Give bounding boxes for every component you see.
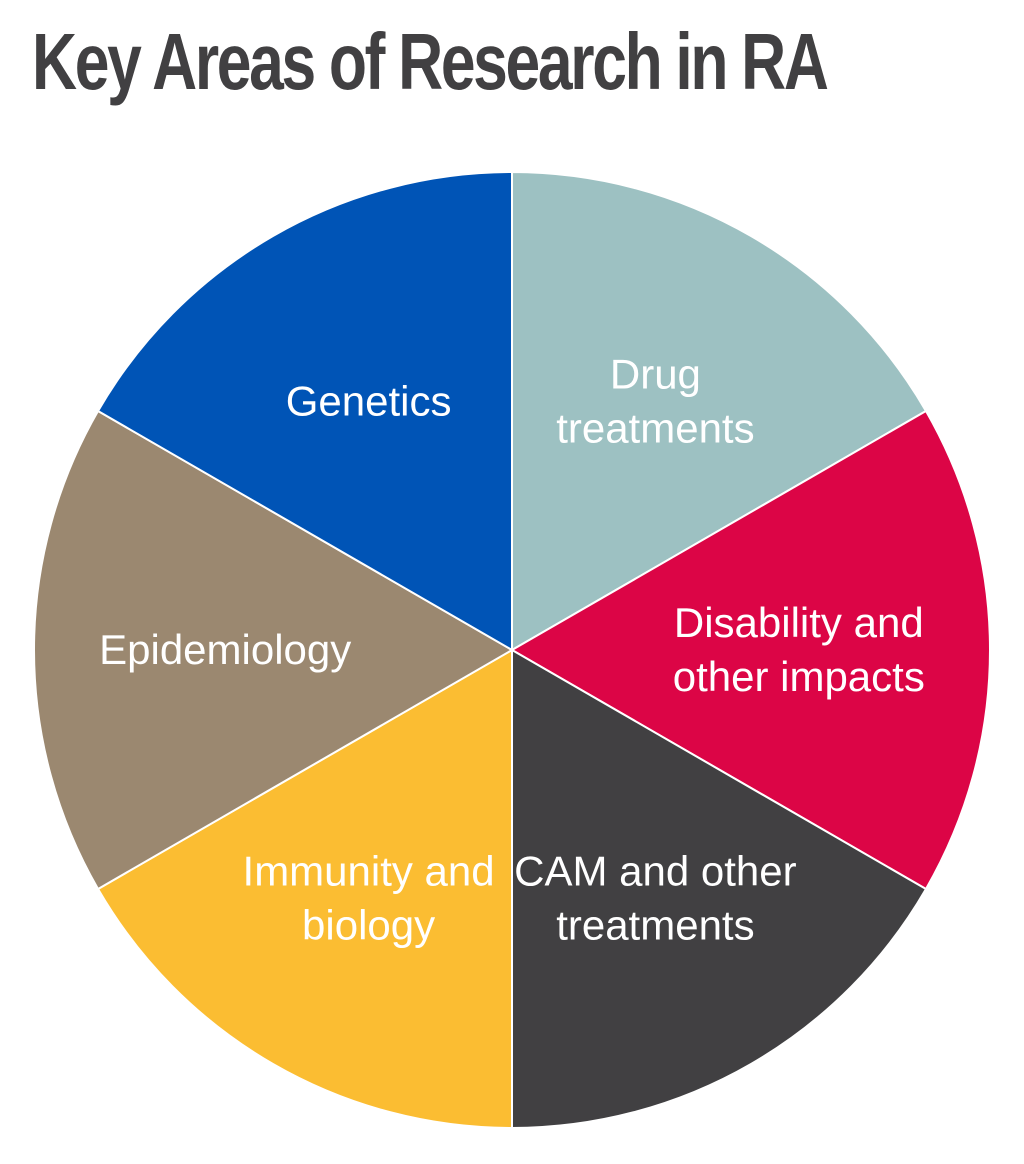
chart-title: Key Areas of Research in RA bbox=[32, 17, 829, 106]
pie-slices bbox=[33, 170, 991, 1130]
pie-slice bbox=[511, 170, 928, 652]
slice-label: CAM and other treatments bbox=[514, 847, 796, 948]
slice-label: Genetics bbox=[286, 378, 452, 425]
slice-label: Drug treatments bbox=[556, 351, 754, 452]
slice-label-line: Immunity and bbox=[243, 847, 495, 894]
slice-label: Disability and other impacts bbox=[673, 599, 925, 700]
slice-label-line: treatments bbox=[556, 405, 754, 452]
slice-label-line: Drug bbox=[610, 351, 701, 398]
pie-slice bbox=[510, 409, 991, 891]
pie-slice bbox=[96, 170, 513, 652]
slice-label: Epidemiology bbox=[99, 626, 351, 673]
slice-label-line: other impacts bbox=[673, 653, 925, 700]
slice-label-line: biology bbox=[302, 901, 435, 948]
slice-label-line: Disability and bbox=[674, 599, 924, 646]
slice-label-line: treatments bbox=[556, 901, 754, 948]
slice-label: Immunity and biology bbox=[243, 847, 495, 948]
pie-slice bbox=[96, 648, 513, 1130]
pie-slice bbox=[511, 648, 928, 1130]
slice-label-line: Genetics bbox=[286, 378, 452, 425]
slice-label-line: CAM and other bbox=[514, 847, 796, 894]
slice-label-line: Epidemiology bbox=[99, 626, 351, 673]
pie-slice bbox=[33, 409, 514, 891]
